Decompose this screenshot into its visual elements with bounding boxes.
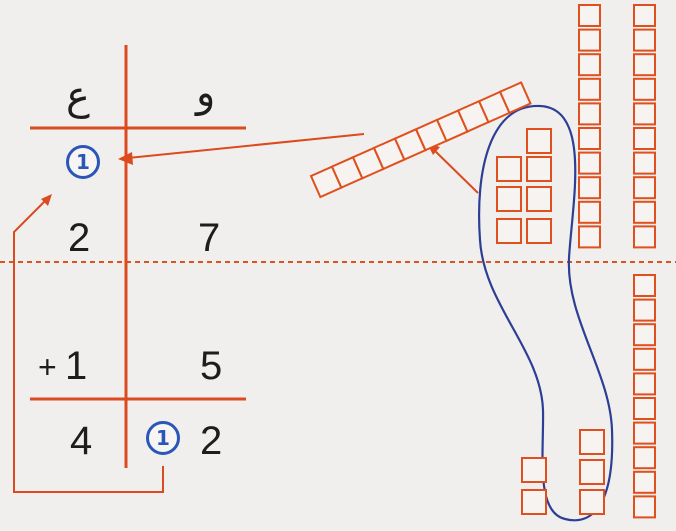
- unit-cube: [527, 157, 551, 181]
- tens-rod-unit: [634, 423, 655, 444]
- unit-cube: [522, 458, 546, 482]
- tens-rod-unit: [634, 398, 655, 419]
- unit-cube: [527, 129, 551, 153]
- unit-cube: [527, 219, 551, 243]
- tens-rod-unit: [634, 275, 655, 296]
- tens-rod-unit: [579, 128, 600, 149]
- unit-cube: [580, 460, 604, 484]
- tens-rod-unit: [634, 447, 655, 468]
- tens-rod-unit: [634, 153, 655, 174]
- tens-rod-unit: [579, 79, 600, 100]
- tens-rod-unit: [579, 177, 600, 198]
- addend2-tens: 1: [65, 346, 87, 386]
- tens-rod-unit: [634, 79, 655, 100]
- unit-cube: [580, 430, 604, 454]
- tens-rod-unit: [634, 177, 655, 198]
- tens-rod-unit: [579, 30, 600, 51]
- tens-rod-unit: [579, 153, 600, 174]
- cubes-to-rod-arrow: [432, 148, 478, 193]
- tens-rod-unit: [634, 496, 655, 517]
- carry-digit-top: 1: [76, 150, 90, 174]
- tens-rod-unit: [579, 202, 600, 223]
- addend1-ones: 7: [198, 218, 220, 258]
- tens-rod-unit: [634, 202, 655, 223]
- unit-cube: [497, 219, 521, 243]
- header-tens: ع: [66, 76, 90, 116]
- result-ones: 2: [200, 421, 222, 461]
- tens-rod-unit: [634, 30, 655, 51]
- tens-rod-unit: [579, 103, 600, 124]
- unit-cube: [497, 187, 521, 211]
- carry-digit-bottom: 1: [156, 426, 170, 450]
- unit-cube: [522, 490, 546, 514]
- tens-rod-unit: [634, 226, 655, 247]
- tens-rod-unit: [634, 349, 655, 370]
- unit-cube: [527, 187, 551, 211]
- carry-circle-bottom: 1: [146, 421, 180, 455]
- tens-rod-unit: [579, 5, 600, 26]
- tens-rod-unit: [634, 300, 655, 321]
- rod-to-carry-arrow: [128, 134, 364, 158]
- tens-rod-unit: [634, 373, 655, 394]
- plus-sign: +: [38, 351, 57, 383]
- addend1-tens: 2: [68, 218, 90, 258]
- tens-rod-unit: [634, 103, 655, 124]
- tens-rod-unit: [579, 54, 600, 75]
- tens-rod-unit: [634, 472, 655, 493]
- header-ones: و: [196, 73, 215, 113]
- tens-rod-unit: [634, 324, 655, 345]
- tens-rod-unit: [579, 226, 600, 247]
- result-tens: 4: [70, 421, 92, 461]
- unit-cube: [497, 157, 521, 181]
- tens-rod-unit: [634, 54, 655, 75]
- unit-cube: [580, 490, 604, 514]
- carry-circle-top: 1: [66, 145, 100, 179]
- addend2-ones: 5: [200, 346, 222, 386]
- tens-rod-unit: [634, 128, 655, 149]
- tens-rod-unit: [634, 5, 655, 26]
